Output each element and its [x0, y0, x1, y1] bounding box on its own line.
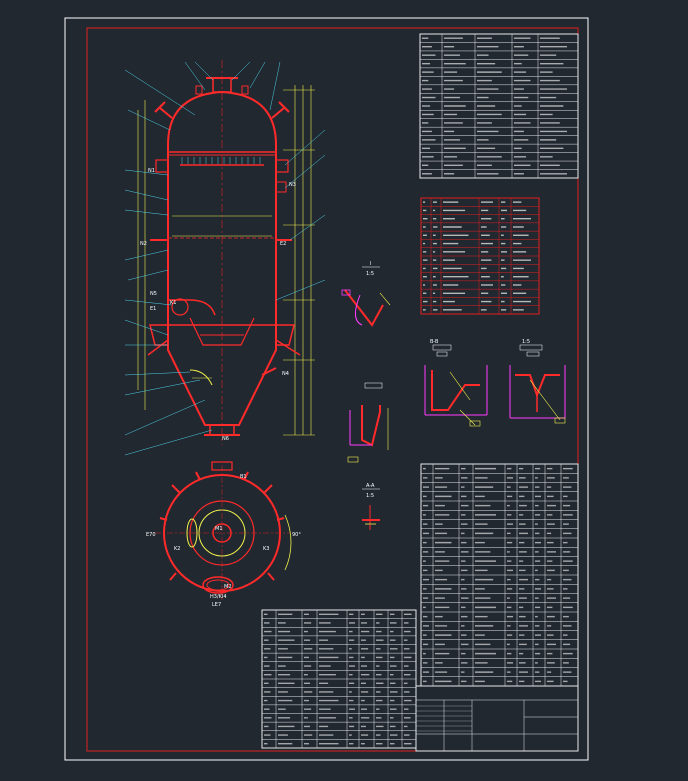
- sheet-outer-frame: [64, 17, 589, 761]
- title-block: [415, 685, 579, 752]
- detail-I: I 1:5: [341, 261, 391, 327]
- detail-BB-label: B-B: [430, 339, 439, 345]
- nozzle-tag-k3: K3: [263, 546, 269, 552]
- parts-table: [420, 463, 579, 687]
- plan-left-tag: E70: [146, 532, 156, 538]
- detail-AA: A-A 1:5: [362, 483, 380, 530]
- detail-I-label: I: [370, 261, 371, 267]
- nozzle-tag-n4: N4: [282, 371, 289, 377]
- nozzle-tag-n2: N2: [140, 241, 147, 247]
- nozzle-tags: N1 N2 N3 N4 N5 N6 M1 M2 K1 K2 K3 B1 E1 E…: [140, 168, 296, 590]
- detail-weld-3: [509, 344, 566, 424]
- detail-I-scale: 1:5: [366, 271, 374, 277]
- plan-bottom-tag-1: H3/KI4: [210, 594, 227, 600]
- nozzle-tag-n3: N3: [289, 182, 296, 188]
- sheet-border: [86, 27, 579, 752]
- title-block-frame: [415, 685, 579, 752]
- vessel-elevation: [124, 60, 326, 456]
- detail-AA-scale: 1:5: [366, 493, 374, 499]
- nozzle-tag-m1: M1: [215, 526, 223, 532]
- plan-right-tag: 90°: [292, 532, 301, 538]
- nozzle-tag-e1: E1: [150, 306, 156, 312]
- detail-BB-scale: 1:5: [522, 339, 530, 345]
- nozzle-tag-m2: M2: [224, 584, 232, 590]
- nozzle-tag-n5: N5: [150, 291, 157, 297]
- tech-spec-table: [419, 33, 579, 179]
- bom-table: [261, 609, 417, 749]
- plan-bottom-tag-2: LE7: [212, 602, 221, 608]
- nozzle-tag-e2: E2: [280, 241, 286, 247]
- nozzle-tag-b1: B1: [240, 474, 247, 480]
- plan-view: E70 90° H3/KI4 LE7: [146, 461, 301, 608]
- detail-weld-1: [347, 382, 389, 463]
- table-frame: [419, 33, 579, 179]
- nozzle-tag-k1: K1: [170, 300, 176, 306]
- detail-AA-label: A-A: [366, 483, 375, 489]
- nozzle-tag-k2: K2: [174, 546, 180, 552]
- nozzle-tag-n1: N1: [148, 168, 155, 174]
- nozzle-table: [420, 197, 540, 315]
- detail-weld-2: [424, 344, 488, 427]
- nozzle-tag-n6: N6: [222, 436, 229, 442]
